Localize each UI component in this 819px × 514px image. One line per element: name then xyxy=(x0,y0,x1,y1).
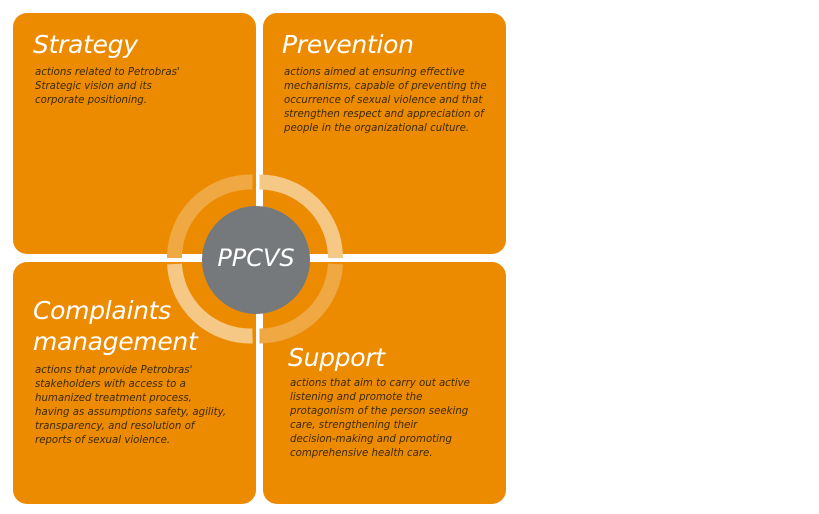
ring-segment-bottom-right xyxy=(259,263,343,344)
ring-segment-top-right xyxy=(259,174,343,259)
quadrant-complaints-management xyxy=(13,262,256,504)
prevention-title: Prevention xyxy=(282,30,414,59)
ring-segment-top-left xyxy=(167,174,253,259)
center-label: PPCVS xyxy=(217,244,295,272)
quadrant-support xyxy=(263,262,506,504)
support-description: actions that aim to carry out active lis… xyxy=(290,378,470,459)
center-circle xyxy=(202,206,310,314)
complaints-management-description: actions that provide Petrobras' stakehol… xyxy=(35,365,227,446)
prevention-description: actions aimed at ensuring effective mech… xyxy=(284,67,487,134)
quadrant-prevention xyxy=(263,13,506,254)
strategy-description: actions related to Petrobras' Strategic … xyxy=(35,67,180,106)
complaints-management-title: Complaints management xyxy=(33,296,198,356)
quadrant-strategy xyxy=(13,13,256,254)
support-title: Support xyxy=(288,343,385,372)
strategy-title: Strategy xyxy=(33,30,138,59)
ring-segment-bottom-left xyxy=(167,263,253,344)
